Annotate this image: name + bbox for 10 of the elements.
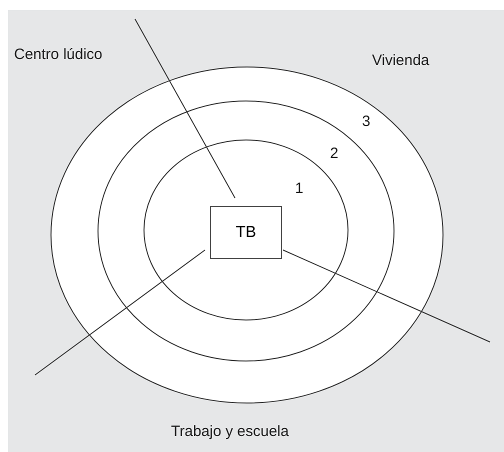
- ring-number: 1: [295, 180, 304, 197]
- ring-ellipse: [51, 67, 443, 403]
- ring-ellipse: [144, 140, 348, 320]
- ring-number: 3: [362, 113, 370, 130]
- ring-number: 2: [330, 145, 338, 162]
- zone-label: Centro lúdico: [14, 46, 102, 63]
- ring-ellipse: [98, 101, 394, 361]
- center-box: TB: [210, 206, 282, 259]
- zone-label: Trabajo y escuela: [171, 423, 289, 440]
- zone-label: Vivienda: [372, 52, 430, 69]
